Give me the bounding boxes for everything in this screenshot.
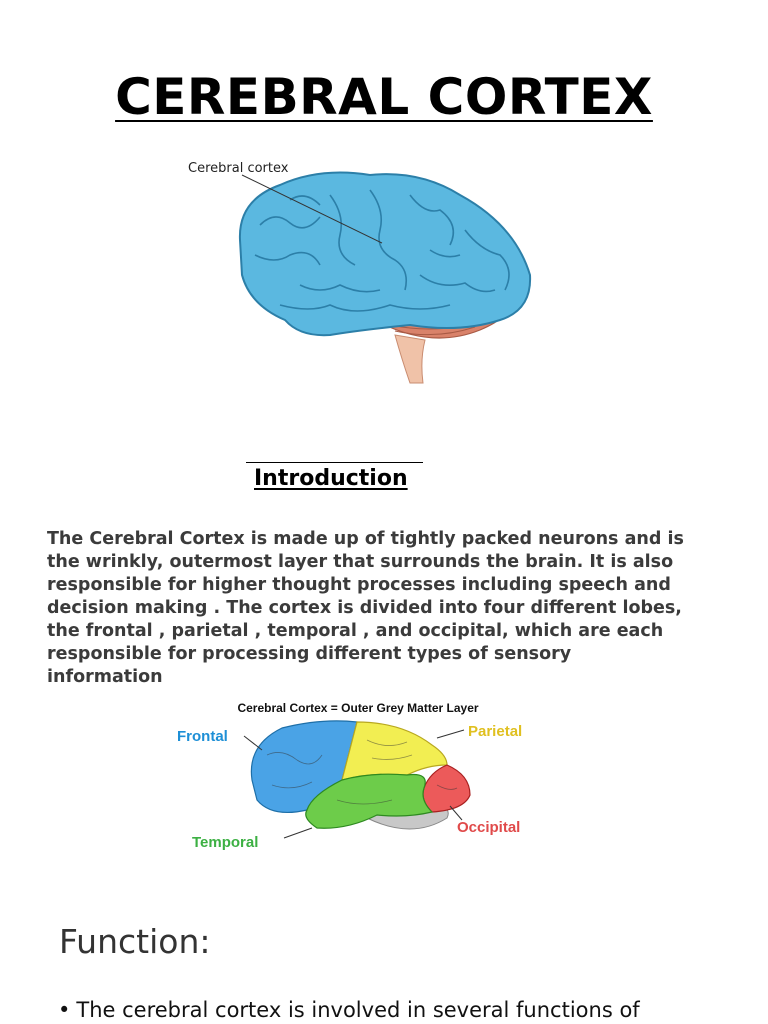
page-title-text: CEREBRAL CORTEX <box>115 68 653 126</box>
bullet-dot: • <box>58 998 71 1022</box>
function-heading: Function: <box>59 922 211 961</box>
label-parietal: Parietal <box>468 723 522 740</box>
heading-rule <box>246 462 423 463</box>
label-temporal: Temporal <box>192 834 258 851</box>
brain-illustration <box>238 171 532 384</box>
bullet-item: •The cerebral cortex is involved in seve… <box>58 998 640 1022</box>
intro-paragraph: The Cerebral Cortex is made up of tightl… <box>47 529 684 687</box>
figure1-label: Cerebral cortex <box>188 161 289 176</box>
intro-heading: Introduction <box>254 466 408 491</box>
label-occipital: Occipital <box>457 819 520 836</box>
label-frontal: Frontal <box>177 728 228 745</box>
page-title: CEREBRAL CORTEX <box>0 68 768 126</box>
lobes-diagram: Cerebral Cortex = Outer Grey Matter Laye… <box>177 701 522 851</box>
lobes-caption: Cerebral Cortex = Outer Grey Matter Laye… <box>237 701 478 715</box>
bullet-text: The cerebral cortex is involved in sever… <box>76 998 640 1022</box>
